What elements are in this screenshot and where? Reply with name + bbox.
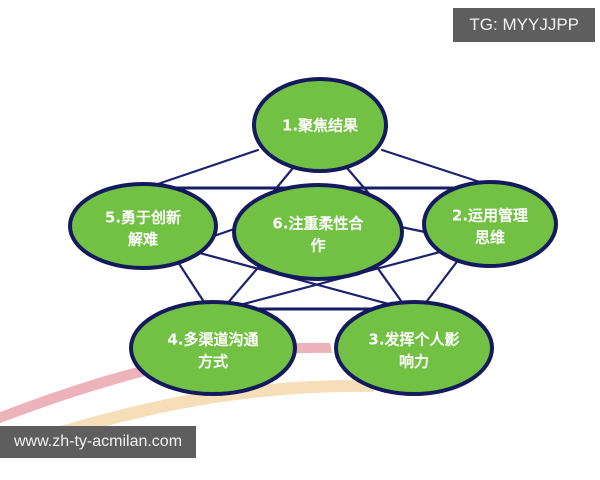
edge-1-2 bbox=[380, 148, 494, 188]
edge-6-3 bbox=[372, 261, 406, 307]
node-3-ellipse[interactable] bbox=[334, 300, 494, 396]
node-4-ellipse[interactable] bbox=[129, 300, 297, 396]
tg-watermark-badge: TG: MYYJJPP bbox=[453, 8, 595, 42]
node-2[interactable]: 2.运用管理 思维 bbox=[422, 180, 558, 268]
node-2-ellipse[interactable] bbox=[422, 180, 558, 268]
node-3[interactable]: 3.发挥个人影 响力 bbox=[334, 300, 494, 396]
node-6-label-line-1: 6.注重柔性合 bbox=[272, 215, 364, 233]
node-5-ellipse[interactable] bbox=[68, 182, 218, 270]
edge-2-6 bbox=[399, 225, 427, 234]
node-6-label-line-2: 作 bbox=[310, 237, 325, 255]
node-2-label-line-1: 2.运用管理 bbox=[452, 207, 528, 225]
edge-5-4 bbox=[174, 257, 208, 307]
node-5-label-line-2: 解难 bbox=[128, 231, 158, 249]
node-5-label-line-1: 5.勇于创新 bbox=[105, 209, 181, 227]
node-1-ellipse[interactable] bbox=[252, 77, 388, 173]
node-2-label-line-2: 思维 bbox=[475, 229, 505, 247]
node-3-label-line-1: 3.发挥个人影 bbox=[368, 331, 459, 349]
node-6-ellipse[interactable] bbox=[232, 183, 404, 281]
node-1[interactable]: 1.聚焦结果 bbox=[252, 77, 388, 173]
edge-1-5 bbox=[144, 148, 260, 190]
diagram-nodes: 5.勇于创新 解难 2.运用管理 思维 6.注重柔性合 作 1.聚焦结果 bbox=[68, 77, 558, 396]
node-4-label-line-1: 4.多渠道沟通 bbox=[167, 331, 258, 349]
edge-6-4 bbox=[224, 261, 264, 307]
edge-2-3 bbox=[422, 257, 461, 307]
node-5[interactable]: 5.勇于创新 解难 bbox=[68, 182, 218, 270]
node-4[interactable]: 4.多渠道沟通 方式 bbox=[129, 300, 297, 396]
node-3-label-line-2: 响力 bbox=[399, 353, 429, 371]
site-watermark-badge: www.zh-ty-acmilan.com bbox=[0, 426, 197, 458]
node-1-label-line-1: 1.聚焦结果 bbox=[282, 117, 359, 135]
node-6[interactable]: 6.注重柔性合 作 bbox=[232, 183, 404, 281]
node-4-label-line-2: 方式 bbox=[198, 353, 228, 371]
